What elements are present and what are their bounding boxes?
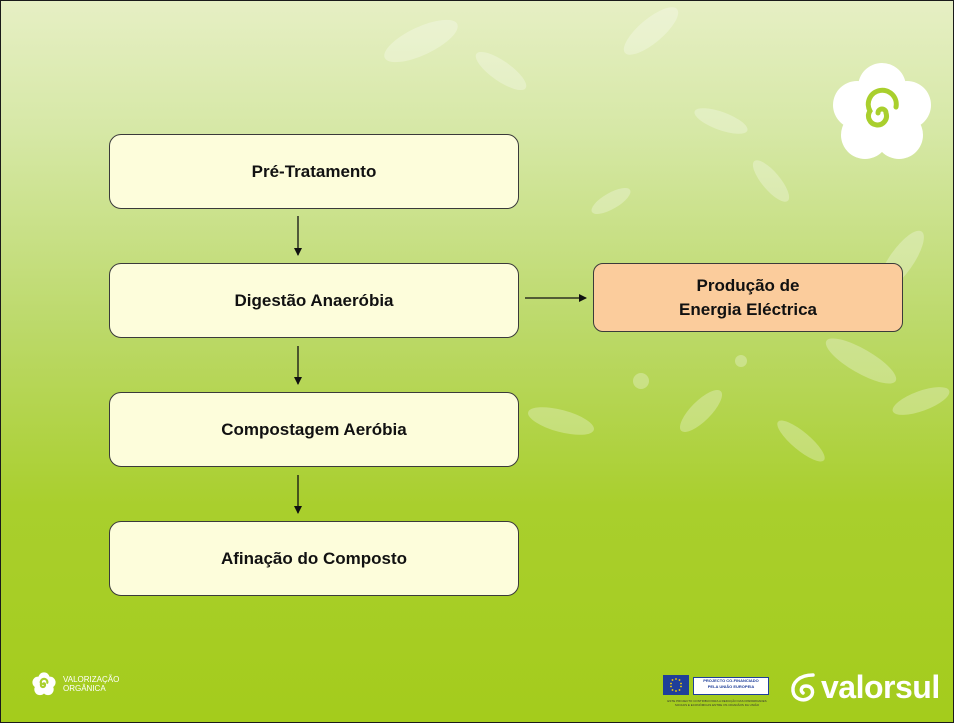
eu-cofinancing-label: PROJECTO CO-FINANCIADO PELA UNIÃO EUROPE… bbox=[693, 677, 769, 695]
step-pre-treatment: Pré-Tratamento bbox=[109, 134, 519, 209]
eu-label-line2: PELA UNIÃO EUROPEIA bbox=[707, 684, 755, 689]
logo-text-line1: VALORIZAÇÃO bbox=[63, 675, 120, 684]
step-aerobic-composting: Compostagem Aeróbia bbox=[109, 392, 519, 467]
step-label: Digestão Anaeróbia bbox=[234, 290, 394, 310]
logo-text-line2: ORGÂNICA bbox=[63, 684, 106, 693]
step-label: Compostagem Aeróbia bbox=[221, 419, 407, 439]
step-label: Pré-Tratamento bbox=[251, 161, 377, 181]
eu-disclaimer-line2: SOCIAIS E ECONÓMICAS ENTRE OS CIDADÃOS D… bbox=[674, 703, 760, 707]
step-label: Afinação do Composto bbox=[220, 548, 408, 568]
eu-disclaimer: ESTE PROJECTO CONTRIBUI PARA A REDUÇÃO D… bbox=[663, 699, 771, 707]
eu-cofinancing-badge: PROJECTO CO-FINANCIADO PELA UNIÃO EUROPE… bbox=[663, 675, 771, 711]
step-anaerobic-digestion: Digestão Anaeróbia bbox=[109, 263, 519, 338]
valorizacao-organica-logo: VALORIZAÇÃO ORGÂNICA bbox=[31, 671, 119, 697]
output-label-line2: Energia Eléctrica bbox=[679, 299, 817, 319]
output-electric-energy: Produção de Energia Eléctrica bbox=[593, 263, 903, 332]
eu-flag-icon bbox=[663, 675, 689, 695]
eu-label-line1: PROJECTO CO-FINANCIADO bbox=[703, 678, 759, 683]
flower-spiral-icon bbox=[32, 672, 56, 696]
brand-name: valorsul bbox=[821, 669, 940, 705]
valorsul-logo: valorsul bbox=[789, 669, 940, 706]
output-label-line1: Produção de bbox=[696, 275, 800, 295]
eu-disclaimer-line1: ESTE PROJECTO CONTRIBUI PARA A REDUÇÃO D… bbox=[667, 699, 767, 703]
valorsul-swirl-icon bbox=[791, 672, 815, 701]
step-compost-refining: Afinação do Composto bbox=[109, 521, 519, 596]
flower-spiral-icon bbox=[833, 63, 931, 159]
